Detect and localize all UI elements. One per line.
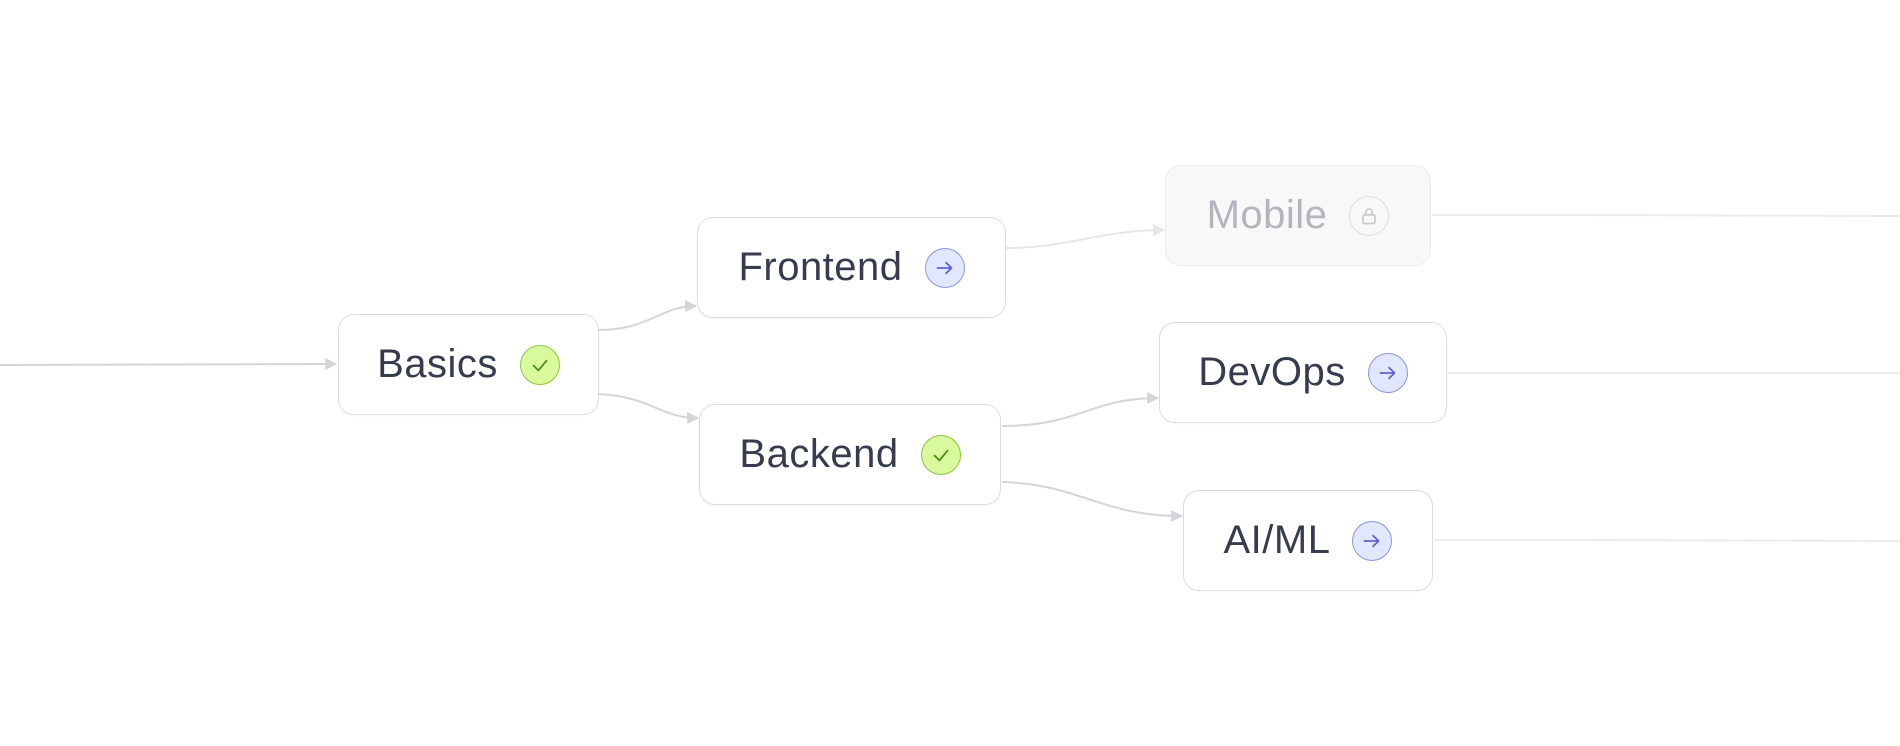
edge-frontend-mobile bbox=[1005, 224, 1166, 249]
edge-backend-aiml bbox=[1001, 481, 1184, 522]
node-basics[interactable]: Basics bbox=[338, 314, 599, 415]
node-mobile: Mobile bbox=[1165, 165, 1431, 266]
arrow-right-icon bbox=[1352, 520, 1393, 561]
edge-input-basics bbox=[0, 358, 338, 371]
node-frontend[interactable]: Frontend bbox=[697, 217, 1006, 318]
node-label: DevOps bbox=[1198, 350, 1346, 394]
edge-mobile-output bbox=[1431, 214, 1900, 217]
arrow-right-icon bbox=[924, 247, 965, 288]
edge-aiml-output bbox=[1433, 539, 1900, 542]
node-label: AI/ML bbox=[1223, 518, 1331, 562]
node-label: Basics bbox=[377, 342, 498, 386]
arrow-right-icon bbox=[1367, 352, 1408, 393]
lock-icon bbox=[1349, 195, 1390, 236]
edge-basics-frontend bbox=[597, 300, 698, 331]
node-devops[interactable]: DevOps bbox=[1159, 322, 1447, 423]
node-backend[interactable]: Backend bbox=[699, 404, 1001, 505]
edge-basics-backend bbox=[597, 393, 700, 424]
node-label: Frontend bbox=[738, 245, 903, 289]
edge-backend-devops bbox=[1001, 392, 1160, 427]
node-label: Mobile bbox=[1206, 193, 1328, 237]
node-label: Backend bbox=[739, 432, 899, 476]
node-aiml[interactable]: AI/ML bbox=[1183, 490, 1433, 591]
check-icon bbox=[920, 434, 961, 475]
check-icon bbox=[519, 344, 560, 385]
